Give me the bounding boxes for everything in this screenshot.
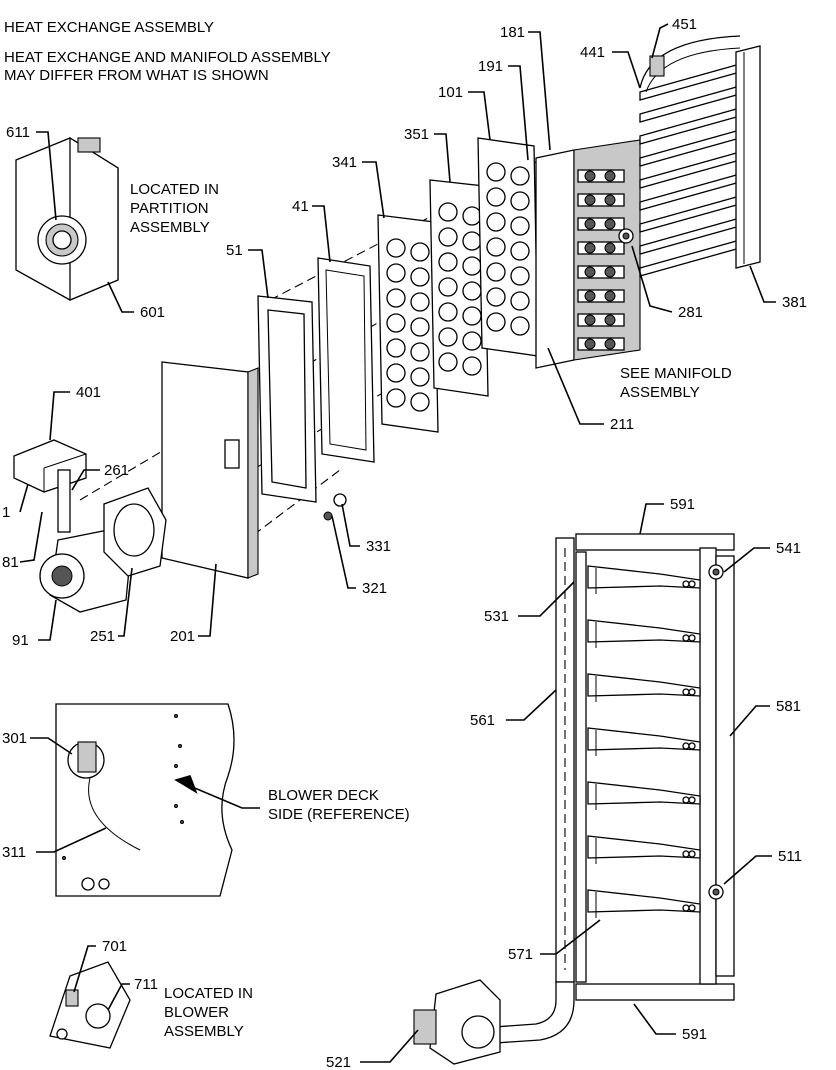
end-bracket-381 bbox=[735, 45, 761, 269]
callout-451: 451 bbox=[672, 16, 697, 33]
callout-561: 561 bbox=[470, 712, 495, 729]
plate-341 bbox=[377, 214, 439, 433]
callout-201: 201 bbox=[170, 628, 195, 645]
partition-part bbox=[15, 136, 119, 301]
callout-611: 611 bbox=[6, 124, 30, 141]
blower-deck-panel bbox=[55, 703, 235, 897]
callout-511: 511 bbox=[778, 848, 802, 865]
callout-41: 41 bbox=[292, 198, 309, 215]
note-line-2: MAY DIFFER FROM WHAT IS SHOWN bbox=[4, 67, 269, 84]
callout-441: 441 bbox=[580, 44, 605, 61]
part-331 bbox=[333, 493, 347, 507]
partition-note-3: ASSEMBLY bbox=[130, 219, 210, 236]
callout-51: 51 bbox=[226, 242, 243, 259]
tube-261 bbox=[57, 469, 71, 533]
manifold-note-2: ASSEMBLY bbox=[620, 384, 700, 401]
callout-711: 711 bbox=[134, 976, 158, 993]
front-panel-201 bbox=[161, 361, 259, 579]
callout-321: 321 bbox=[362, 580, 387, 597]
blower-note-3: ASSEMBLY bbox=[164, 1023, 244, 1040]
callout-191: 191 bbox=[478, 58, 503, 75]
callout-labels: 181 451 441 191 101 611 351 341 41 51 60… bbox=[2, 16, 807, 1070]
partition-note-1: LOCATED IN bbox=[130, 181, 219, 198]
callout-211: 211 bbox=[610, 416, 634, 433]
callout-311: 311 bbox=[2, 844, 26, 861]
leader-lines bbox=[19, 23, 776, 1063]
callout-331: 331 bbox=[366, 538, 391, 555]
callout-301: 301 bbox=[2, 730, 27, 747]
callout-701: 701 bbox=[102, 938, 127, 955]
clip-451 bbox=[649, 55, 665, 77]
callout-591-top: 591 bbox=[670, 496, 695, 513]
blower-bracket-part bbox=[49, 961, 131, 1049]
note-line-1: HEAT EXCHANGE AND MANIFOLD ASSEMBLY bbox=[4, 49, 331, 66]
callout-541: 541 bbox=[776, 540, 801, 557]
callout-601: 601 bbox=[140, 304, 165, 321]
partition-note-2: PARTITION bbox=[130, 200, 209, 217]
callout-521: 521 bbox=[326, 1054, 351, 1070]
deck-note-1: BLOWER DECK bbox=[268, 787, 379, 804]
blower-note-1: LOCATED IN bbox=[164, 985, 253, 1002]
inducer-plate-251 bbox=[103, 487, 167, 577]
callout-531: 531 bbox=[484, 608, 509, 625]
gasket-41 bbox=[317, 257, 375, 463]
callout-351: 351 bbox=[404, 126, 429, 143]
callout-101: 101 bbox=[438, 84, 463, 101]
callout-591-bottom: 591 bbox=[682, 1026, 707, 1043]
callout-91: 91 bbox=[12, 632, 29, 649]
blower-note-2: BLOWER bbox=[164, 1004, 229, 1021]
callout-341: 341 bbox=[332, 154, 357, 171]
part-321 bbox=[323, 511, 333, 521]
callout-251: 251 bbox=[90, 628, 115, 645]
heat-exchanger-tubes bbox=[639, 35, 741, 277]
callout-401: 401 bbox=[76, 384, 101, 401]
plate-101 bbox=[477, 137, 539, 357]
burner-manifold bbox=[535, 139, 641, 369]
callout-381: 381 bbox=[782, 294, 807, 311]
plate-351 bbox=[429, 179, 489, 397]
gas-valve-521 bbox=[413, 979, 501, 1065]
deck-note-2: SIDE (REFERENCE) bbox=[268, 806, 410, 823]
callout-181: 181 bbox=[500, 24, 525, 41]
gasket-frame-51 bbox=[257, 295, 317, 503]
manifold-frame bbox=[479, 533, 735, 1045]
callout-571: 571 bbox=[508, 946, 533, 963]
manifold-note-1: SEE MANIFOLD bbox=[620, 365, 732, 382]
diagram-title: HEAT EXCHANGE ASSEMBLY bbox=[4, 19, 214, 36]
callout-261: 261 bbox=[104, 462, 129, 479]
callout-81: 81 bbox=[2, 554, 19, 571]
callout-1: 1 bbox=[2, 504, 10, 521]
callout-581: 581 bbox=[776, 698, 801, 715]
callout-281: 281 bbox=[678, 304, 703, 321]
